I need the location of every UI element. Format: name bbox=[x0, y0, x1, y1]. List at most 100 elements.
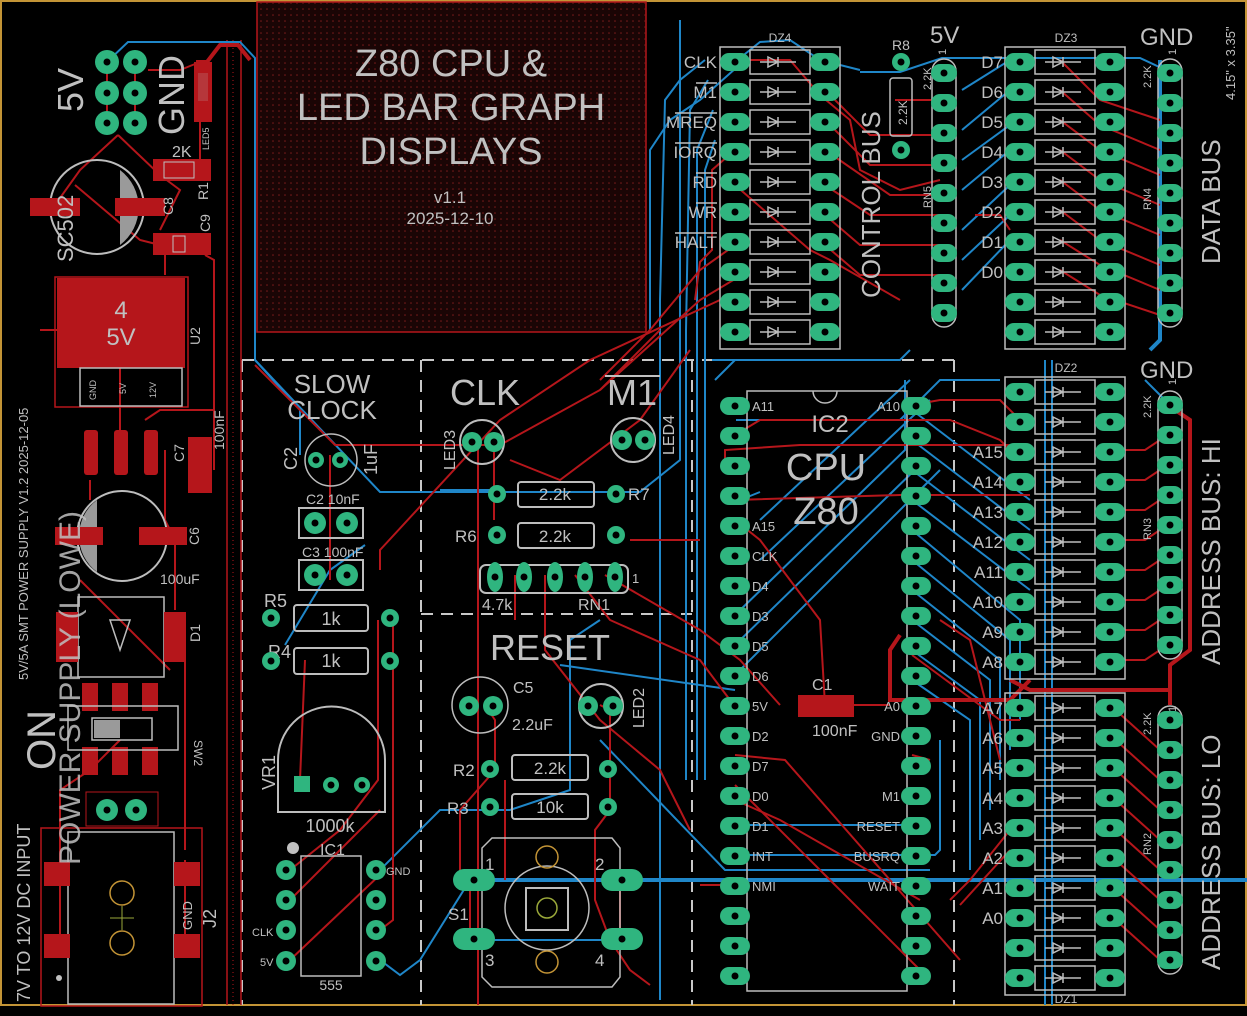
drill-hole bbox=[1106, 598, 1114, 606]
drill-hole bbox=[282, 957, 290, 965]
drill-hole bbox=[1166, 309, 1174, 317]
c5-ref: C5 bbox=[513, 680, 534, 697]
title-line2: LED BAR GRAPH bbox=[297, 87, 605, 129]
drill-hole bbox=[1166, 611, 1174, 619]
drill-hole bbox=[132, 806, 140, 814]
drill-hole bbox=[912, 462, 920, 470]
drill-hole bbox=[618, 436, 626, 444]
led-diode-icon bbox=[1045, 911, 1081, 925]
drill-hole bbox=[1016, 208, 1024, 216]
data-signal-d6: D6 bbox=[981, 83, 1003, 102]
cpu-pin-label-a0: A0 bbox=[884, 699, 900, 714]
rn2-pin1: 1 bbox=[1167, 706, 1179, 712]
power-supply-title: 5V/5A SMT POWER SUPPLY V1.2 2025-12-05 bbox=[16, 408, 31, 680]
drill-hole bbox=[912, 672, 920, 680]
ic1-pin-clk: CLK bbox=[252, 927, 274, 939]
s1-pin-2: 2 bbox=[595, 855, 604, 874]
drill-hole bbox=[327, 781, 335, 789]
rn4-pin1: 1 bbox=[1167, 49, 1179, 55]
drill-hole bbox=[282, 866, 290, 874]
drill-hole bbox=[1016, 418, 1024, 426]
c2-outline bbox=[304, 433, 358, 487]
drill-hole bbox=[1016, 388, 1024, 396]
drill-hole bbox=[612, 490, 620, 498]
sw2-switch[interactable] bbox=[67, 683, 179, 775]
cpu-part: Z80 bbox=[793, 491, 858, 533]
drill-hole bbox=[618, 935, 626, 943]
drill-hole bbox=[1166, 69, 1174, 77]
c9-ref: C9 bbox=[197, 214, 213, 232]
drill-hole bbox=[731, 972, 739, 980]
title-version: v1.1 bbox=[434, 188, 466, 207]
data-signal-d5: D5 bbox=[981, 113, 1003, 132]
ic1-part: 555 bbox=[319, 977, 343, 993]
drill-hole bbox=[1016, 508, 1024, 516]
drill-hole bbox=[103, 806, 111, 814]
cpu-pin-label-nmi: NMI bbox=[752, 879, 776, 894]
rn5-pin1: 1 bbox=[937, 49, 949, 55]
vr1-outline[interactable] bbox=[277, 705, 386, 813]
r4-value: 1k bbox=[321, 651, 341, 671]
drill-hole bbox=[1106, 704, 1114, 712]
drill-hole bbox=[267, 614, 275, 622]
led-diode-icon bbox=[760, 145, 796, 159]
led-diode-icon bbox=[1045, 415, 1081, 429]
drill-hole bbox=[821, 328, 829, 336]
cpu-pin-label-a11: A11 bbox=[752, 399, 774, 414]
cpu-pin-label-m1: M1 bbox=[882, 789, 900, 804]
led4-ref: LED4 bbox=[661, 415, 678, 455]
drill-hole bbox=[1166, 776, 1174, 784]
rn3-value: 2.2K bbox=[1142, 395, 1154, 418]
ic1-outline bbox=[300, 855, 362, 977]
drill-hole bbox=[940, 189, 948, 197]
u2-pin-5v: 5V bbox=[118, 383, 128, 394]
drill-hole bbox=[1166, 521, 1174, 529]
drill-hole bbox=[1016, 328, 1024, 336]
drill-hole bbox=[372, 896, 380, 904]
drill-hole bbox=[372, 957, 380, 965]
cpu-ref: IC2 bbox=[811, 411, 848, 438]
drill-hole bbox=[372, 926, 380, 934]
drill-hole bbox=[731, 238, 739, 246]
led-diode-icon bbox=[1045, 881, 1081, 895]
drill-hole bbox=[1106, 268, 1114, 276]
r2-ref: R2 bbox=[453, 761, 475, 780]
led-diode-icon bbox=[1045, 701, 1081, 715]
d1-ref: D1 bbox=[187, 624, 203, 642]
drill-hole bbox=[731, 88, 739, 96]
led-diode-icon bbox=[1045, 235, 1081, 249]
led-diode-icon bbox=[1045, 115, 1081, 129]
drill-hole bbox=[912, 942, 920, 950]
j2-gnd: GND bbox=[180, 901, 195, 930]
led2-ref: LED2 bbox=[631, 688, 648, 728]
drill-hole bbox=[731, 792, 739, 800]
cpu-pin-label-d4: D4 bbox=[752, 579, 769, 594]
cpu-pin-label-5v: 5V bbox=[752, 699, 768, 714]
r5-ref: R5 bbox=[264, 591, 287, 611]
drill-hole bbox=[1016, 238, 1024, 246]
drill-hole bbox=[1106, 854, 1114, 862]
drill-hole bbox=[336, 456, 344, 464]
address-lo-signal-a0: A0 bbox=[982, 909, 1003, 928]
drill-hole bbox=[731, 942, 739, 950]
drill-hole bbox=[912, 732, 920, 740]
cpu-pin-label-busrq: BUSRQ bbox=[854, 849, 900, 864]
drill-hole bbox=[731, 328, 739, 336]
drill-hole bbox=[1016, 884, 1024, 892]
power-supply-label: POWER SUPPLY (LOWE) bbox=[54, 511, 87, 865]
led5-ref: LED5 bbox=[201, 127, 211, 150]
slow-clock-heading-2: CLOCK bbox=[287, 395, 377, 425]
cpu-pin-label-clk: CLK bbox=[752, 549, 778, 564]
title-line1: Z80 CPU & bbox=[355, 43, 547, 85]
led-diode-icon bbox=[760, 55, 796, 69]
reset-heading: RESET bbox=[490, 627, 610, 668]
drill-hole bbox=[1106, 538, 1114, 546]
drill-hole bbox=[486, 765, 494, 773]
led-diode-icon bbox=[760, 235, 796, 249]
rn2-ref: RN2 bbox=[1142, 833, 1154, 855]
drill-hole bbox=[1106, 764, 1114, 772]
led-diode-icon bbox=[1045, 175, 1081, 189]
